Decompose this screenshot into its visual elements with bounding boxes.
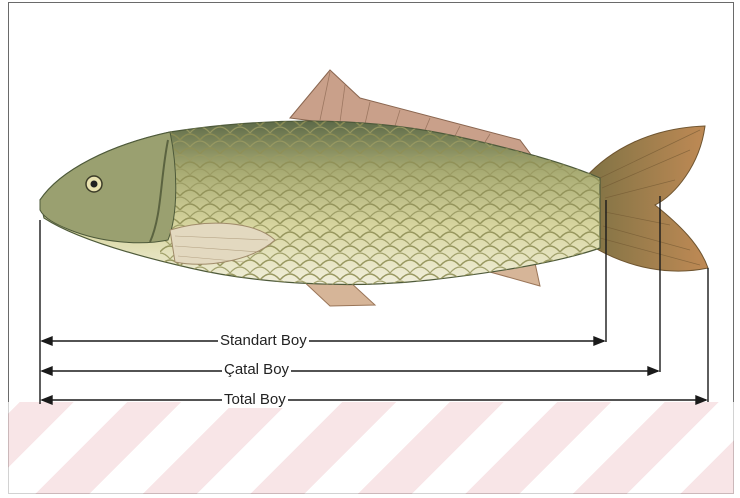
fork-length-label: Çatal Boy <box>222 361 291 378</box>
total-length-label: Total Boy <box>222 391 288 408</box>
standard-length-label: Standart Boy <box>218 332 309 349</box>
tail-fin <box>585 126 708 271</box>
